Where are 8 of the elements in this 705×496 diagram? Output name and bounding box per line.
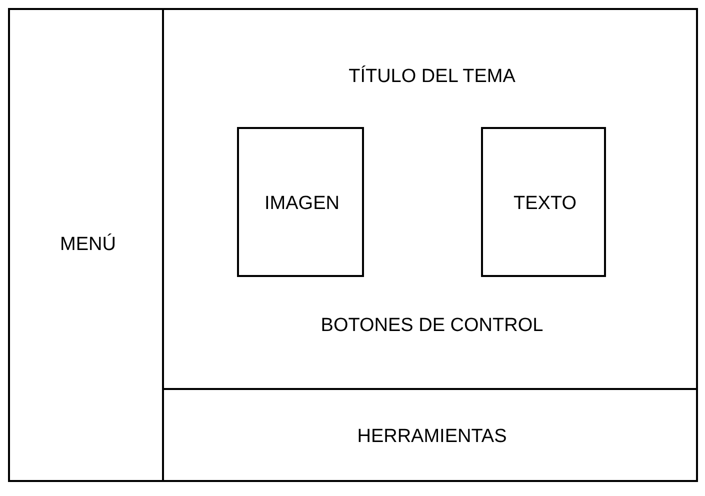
label: IMAGEN [264, 193, 340, 215]
label: TEXTO [514, 193, 576, 215]
text-box [481, 127, 606, 277]
label: BOTONES DE CONTROL [320, 315, 544, 337]
label: HERRAMIENTAS [357, 426, 507, 448]
label: MENÚ [60, 234, 116, 256]
image-box [237, 127, 364, 277]
heading: TÍTULO DEL TEMA [348, 66, 516, 88]
